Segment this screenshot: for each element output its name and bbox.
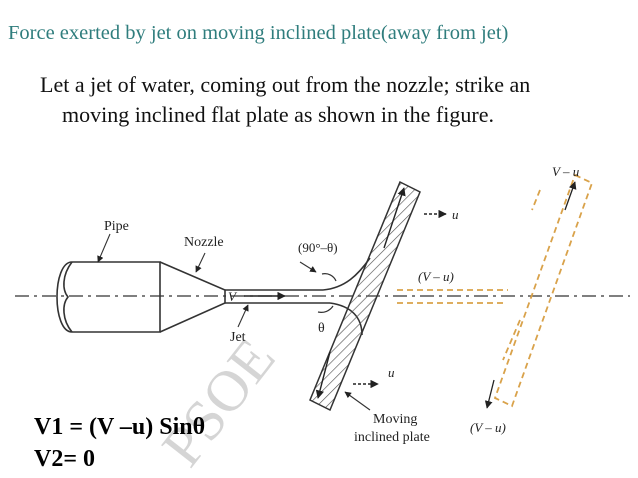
pipe-leader [97, 233, 111, 263]
relative-velocity-bottom-label: (V – u) [470, 420, 506, 435]
plate-velocity-top-label: u [452, 207, 459, 222]
nozzle-label: Nozzle [184, 235, 224, 250]
jet-velocity-label: V [228, 289, 238, 304]
moving-plate-label-2: inclined plate [354, 430, 430, 445]
moving-plate-label-1: Moving [373, 412, 417, 427]
pipe [56, 261, 161, 333]
relative-velocity-mid-label: (V – u) [418, 269, 454, 284]
intro-line-1: Let a jet of water, coming out from the … [40, 72, 531, 97]
theta-label: θ [318, 321, 325, 336]
relative-velocity-top-label: V – u [552, 164, 580, 179]
intro-text: Let a jet of water, coming out from the … [40, 70, 630, 130]
plate-velocity-bottom-label: u [388, 365, 395, 380]
angle-arc-bottom [317, 305, 334, 313]
nozzle-leader [195, 252, 206, 273]
angle-complement-label: (90°–θ) [298, 240, 338, 255]
angle-arc-top [321, 273, 337, 282]
watermark: PSOE [149, 326, 288, 478]
plate-leader [344, 391, 371, 411]
nozzle [159, 261, 226, 333]
displaced-flow-up-arrow [564, 181, 577, 211]
displaced-flow-down-arrow [484, 379, 495, 409]
flow-down-arrow [315, 351, 331, 399]
jet-plate-figure: PSOE [15, 164, 630, 478]
angle-complement-leader [299, 261, 317, 273]
jet-leader [237, 304, 249, 328]
equation-v1: V1 = (V –u) Sinθ [34, 414, 206, 440]
inclined-plate [309, 180, 421, 412]
jet-label: Jet [230, 330, 246, 345]
equation-v2: V2= 0 [34, 446, 96, 472]
pipe-label: Pipe [104, 219, 129, 234]
flow-up-arrow [383, 187, 406, 249]
intro-line-2: moving inclined flat plate as shown in t… [62, 102, 494, 127]
slide-title: Force exerted by jet on moving inclined … [8, 22, 509, 44]
displaced-plate [397, 173, 594, 408]
